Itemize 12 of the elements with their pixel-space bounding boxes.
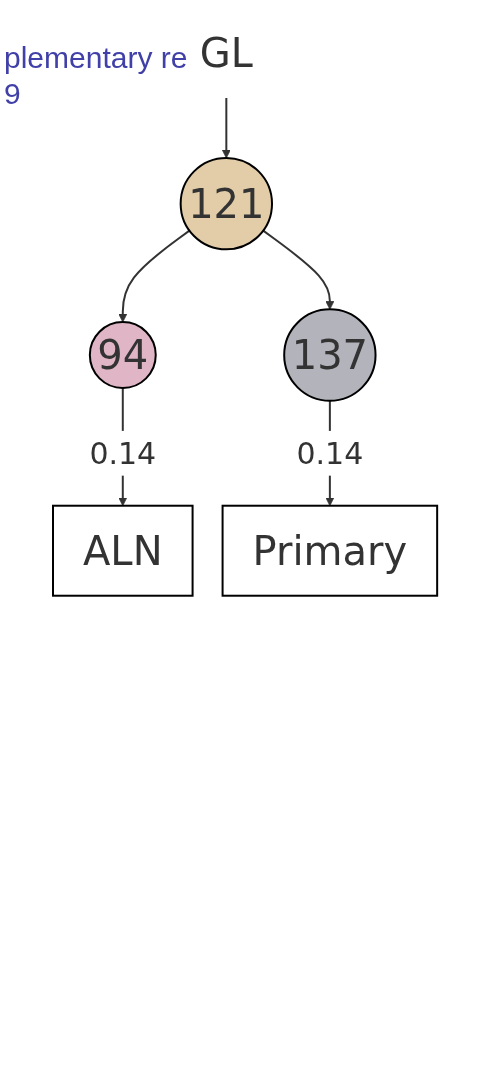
- arrow: [221, 97, 231, 159]
- node-circle: 94: [88, 321, 157, 389]
- node-circle: 137: [283, 308, 377, 402]
- arrow: [262, 229, 335, 310]
- node-box: Primary: [221, 504, 439, 597]
- node-box: ALN: [51, 504, 194, 597]
- node-circle: 121: [179, 157, 273, 251]
- arrow: [118, 229, 191, 323]
- node-text: GL: [199, 30, 253, 76]
- note-text: plementary re 9: [4, 40, 189, 112]
- edge-label: 0.14: [296, 435, 364, 471]
- edge-label: 0.14: [89, 435, 157, 471]
